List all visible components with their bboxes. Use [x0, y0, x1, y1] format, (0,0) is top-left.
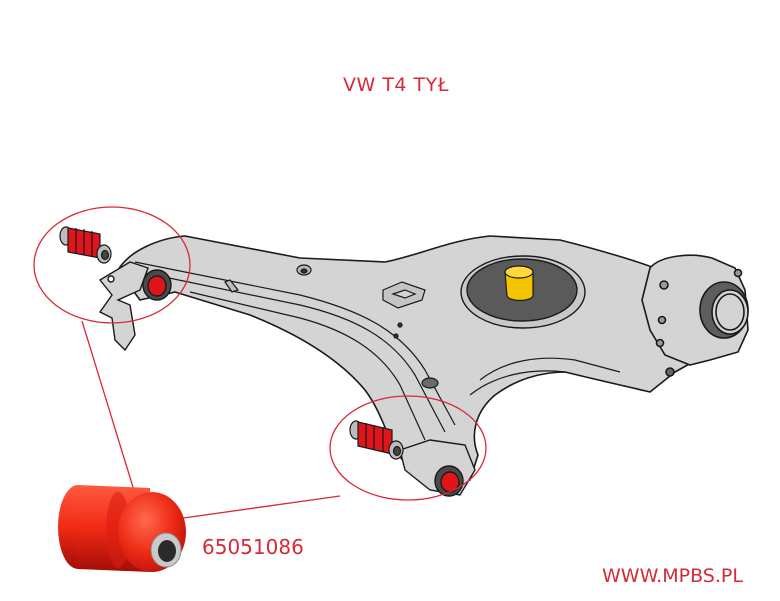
part-number: 65051086 — [202, 535, 304, 559]
callout-line-rear — [154, 495, 341, 523]
product-bushing-photo — [58, 485, 186, 572]
arm-details — [224, 264, 439, 389]
callout-line-front — [81, 320, 141, 511]
installed-bushing-rear — [399, 439, 476, 497]
exploded-bushing-rear — [349, 420, 404, 460]
bump-stop — [504, 265, 534, 302]
callout-circle-rear — [329, 395, 487, 501]
mount-bracket — [98, 261, 149, 352]
callout-circle-front — [33, 206, 191, 324]
wheel-hub — [641, 254, 749, 377]
control-arm — [117, 235, 746, 493]
exploded-bushing-front — [59, 226, 112, 264]
callouts — [33, 206, 487, 523]
page-title: VW T4 TYŁ — [343, 74, 449, 96]
installed-bushing-front — [142, 269, 172, 301]
website-link[interactable]: WWW.MPBS.PL — [602, 565, 743, 587]
